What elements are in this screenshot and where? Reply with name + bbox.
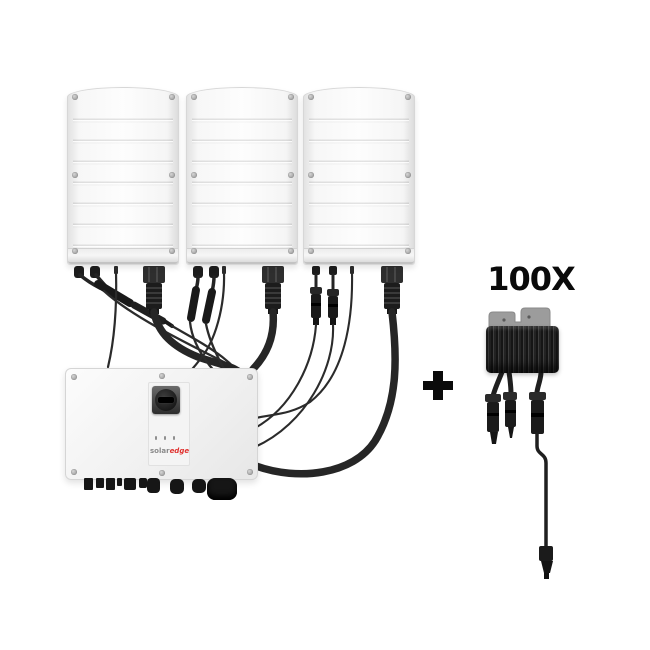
cable-gland [117, 478, 122, 486]
bottom-rail [68, 248, 178, 264]
optimizer-cables [485, 307, 553, 579]
plus-icon [423, 371, 453, 400]
plus-vertical-bar [433, 371, 443, 400]
cable-gland [147, 478, 160, 493]
solaredge-logo: solaredge [150, 446, 198, 456]
screw [72, 94, 78, 100]
screw [405, 172, 411, 178]
screw [288, 248, 294, 254]
quantity-label: 100X [487, 260, 575, 298]
vent-slats [73, 102, 173, 250]
cable-gland [170, 479, 184, 494]
switch-handle-icon [158, 397, 174, 403]
screw [169, 172, 175, 178]
inverter3-cables [252, 266, 403, 478]
bottom-rail [187, 248, 297, 264]
cable-gland [139, 478, 147, 488]
bottom-rail [304, 248, 414, 264]
switch-knob[interactable] [155, 389, 177, 411]
screw [159, 373, 165, 379]
logo-text-solar: solar [150, 447, 170, 455]
inverter-unit-2 [186, 87, 298, 265]
cable-gland [192, 479, 206, 493]
status-led [173, 436, 175, 440]
screw [247, 469, 253, 475]
main-cable-gland [207, 478, 237, 500]
screw [169, 248, 175, 254]
status-led [155, 436, 157, 440]
screw [308, 94, 314, 100]
screw [288, 94, 294, 100]
inverter1-cables [74, 266, 254, 406]
screw [247, 374, 253, 380]
optimizer-bracket [488, 307, 551, 332]
cable-gland [106, 478, 115, 490]
inverter-unit-3 [303, 87, 415, 265]
screw [405, 94, 411, 100]
screw [405, 248, 411, 254]
screw [308, 248, 314, 254]
logo-text-edge: edge [169, 447, 190, 455]
screw [308, 172, 314, 178]
vent-slats [192, 102, 292, 250]
screw [159, 470, 165, 476]
screw [72, 172, 78, 178]
screw [71, 374, 77, 380]
screw [191, 172, 197, 178]
screw [169, 94, 175, 100]
status-led [164, 436, 166, 440]
main-inverter-unit: solaredge [65, 368, 258, 480]
screw [72, 248, 78, 254]
screw [191, 94, 197, 100]
screw [288, 172, 294, 178]
vent-slats [309, 102, 409, 250]
cable-gland [84, 478, 93, 490]
power-optimizer-unit [486, 326, 559, 373]
screw [191, 248, 197, 254]
screw [71, 469, 77, 475]
inverter-unit-1 [67, 87, 179, 265]
cable-gland [124, 478, 136, 490]
dc-safety-switch[interactable] [152, 386, 180, 414]
cable-gland [96, 478, 104, 488]
